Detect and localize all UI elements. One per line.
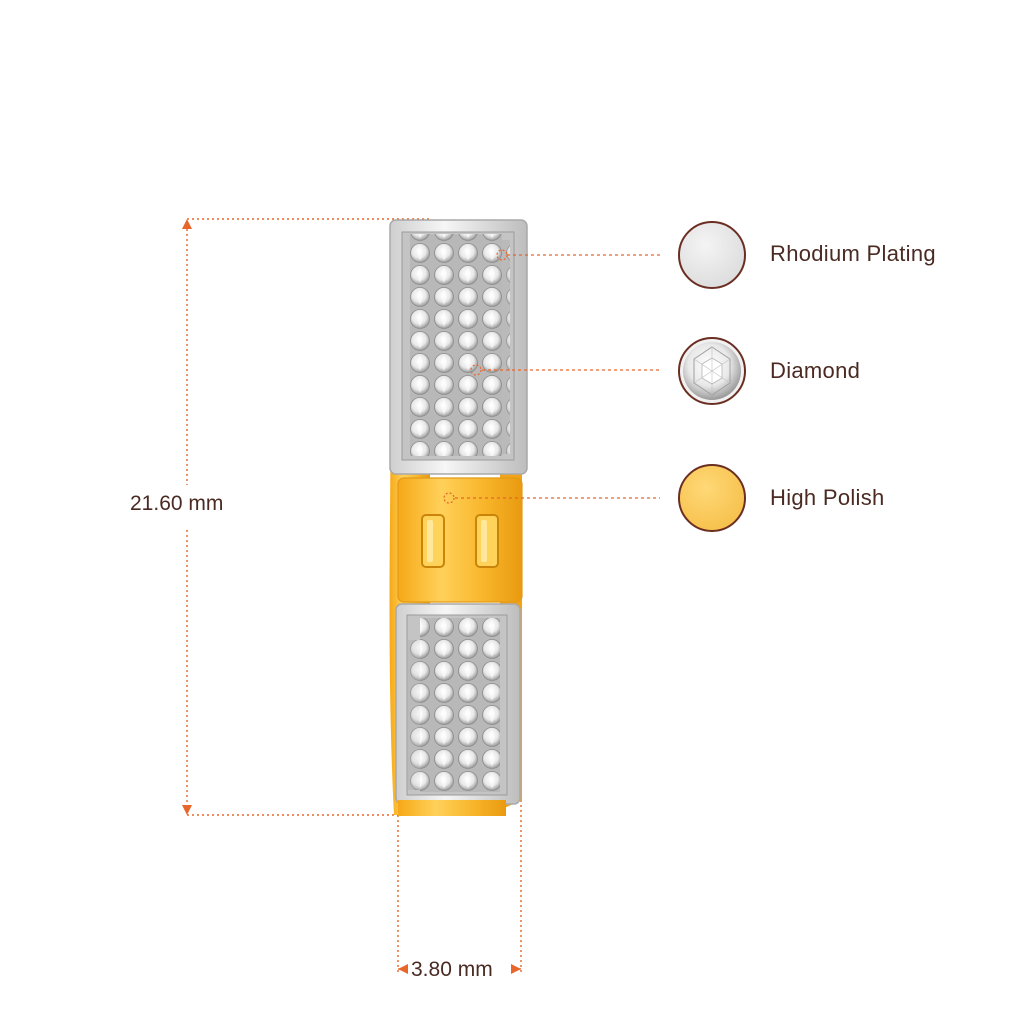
diamond-swatch (678, 337, 746, 405)
gold-callout-marker (443, 492, 455, 504)
height-arrow-bottom-icon (182, 805, 192, 815)
rhodium-swatch (678, 221, 746, 289)
bottom-pave-stones (420, 618, 500, 792)
gold-center-block (397, 477, 523, 603)
gold-swatch (678, 464, 746, 532)
height-arrow-top-icon (182, 219, 192, 229)
rhodium-callout-marker (496, 249, 508, 261)
height-dimension (186, 218, 430, 816)
bottom-gold-edge (398, 800, 506, 816)
top-pave-side-stones (490, 240, 510, 454)
ring-illustration (389, 219, 528, 816)
width-dimension (397, 800, 522, 972)
height-dimension-label: 21.60 mm (130, 492, 224, 515)
legend-label-diamond: Diamond (770, 358, 861, 383)
legend-label-high-polish: High Polish (770, 485, 885, 510)
bottom-pave-side-stones (408, 640, 422, 790)
top-pave-stones (410, 234, 502, 456)
diamond-callout-marker (470, 364, 482, 376)
width-dimension-label: 3.80 mm (411, 958, 493, 981)
callout-lines (455, 254, 660, 499)
legend-label-rhodium: Rhodium Plating (770, 241, 936, 266)
